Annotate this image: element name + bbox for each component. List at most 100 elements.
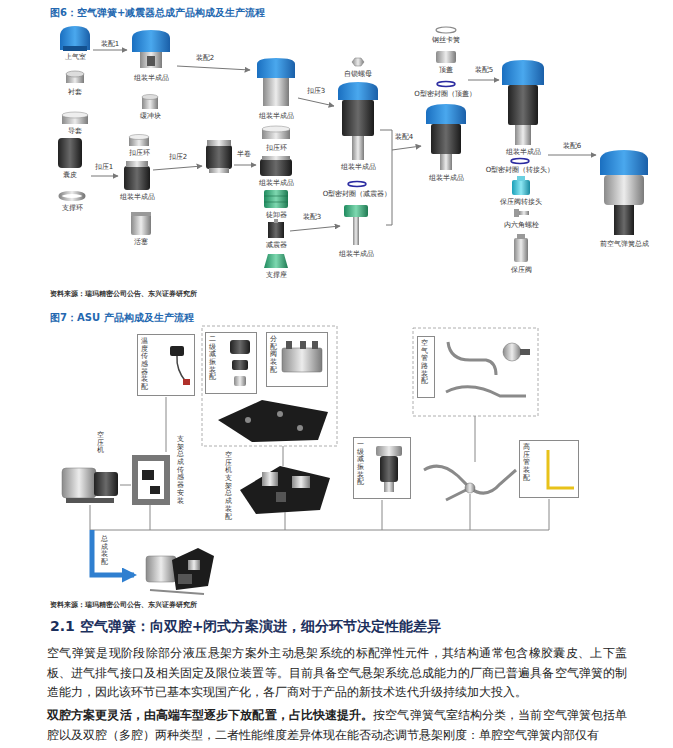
assembly-box: 空气管路装配 [417,336,435,398]
part-label: 组装半成品 [429,174,464,183]
part-label: 自锁螺母 [344,70,372,79]
crimp-ring [262,126,290,139]
assembly-label: 高压管装配 [523,444,530,482]
crimped-bellows [206,145,232,169]
valve-adapter [512,176,530,195]
buffer-block [142,95,158,100]
process-arrow [392,146,421,150]
o-ring [437,82,455,87]
part-label: 徒卸器 [266,211,287,220]
mounting-plate [277,411,283,417]
sub-assembly [263,78,289,106]
sub-assembly [508,85,538,125]
front-air-spring-assembly [600,150,648,175]
sub-assembly [426,104,466,170]
wire-snap-ring [436,27,456,33]
rubber-bellows [58,138,82,168]
process-arrow [153,166,202,170]
compressor [66,498,114,503]
sub-assembly [132,30,170,52]
sub-assembly [257,58,295,78]
secondary-damper [232,360,248,370]
plate-assembly [240,466,330,514]
sub-assembly [132,30,170,68]
sub-assembly [257,58,295,106]
figure-title: 图6：空气弹簧+减震器总成产品构成及生产流程 [50,6,265,20]
piston [131,212,151,216]
step-label: 扣压2 [169,153,187,162]
guide-sleeve [62,112,88,124]
upper-air-chamber [63,46,87,51]
hex-bolt [519,211,529,215]
sub-assembly [344,205,368,217]
temperature-sensor [183,379,190,385]
secondary-damper [234,376,246,386]
piston [131,212,151,235]
valve-adapter [512,180,530,195]
final-assembly-arrow [92,530,134,575]
crimp-ring [129,135,149,147]
bracket-assembly [132,455,170,505]
assembly-box: 温度传感器装配 [137,334,195,396]
hex-bolt [514,209,519,217]
mounting-plate [297,425,303,431]
sub-assembly [353,217,359,245]
front-air-spring-assembly [614,205,634,235]
process-arrow [177,66,250,70]
assembly-label: 空气管路装配 [421,340,428,386]
step-label: 总成装配 [101,536,108,567]
valve-adapter [517,176,525,181]
pipe-junction [465,483,475,493]
part-label: 支架总成传感器安装 [177,436,184,505]
plate-assembly [262,472,278,486]
crimped-bellows [209,168,229,173]
step-label: 扣压1 [95,163,113,172]
part-label: 组装半成品 [259,179,294,188]
part-label: O型密封圈（减震器） [323,190,392,199]
sub-assembly [260,156,292,176]
crimped-bellows [207,140,231,146]
process-arrow [468,80,499,81]
part-label: 内六角螺栓 [504,221,539,230]
plate-assembly [276,492,286,502]
process-arrow [380,130,392,225]
asu-final-assembly [172,548,214,590]
upper-air-chamber [60,26,90,51]
sub-assembly [338,82,378,100]
top-cover [436,51,456,63]
sub-assembly [515,125,531,145]
rubber-bellows [58,138,82,168]
pipe-junction [465,483,475,493]
part-label: O型密封圈（顶盖） [414,90,476,99]
piston [131,212,151,235]
asu-final-assembly [188,560,200,570]
part-label: 支撑环 [62,204,83,213]
part-label: 扣压环 [266,144,287,153]
sub-assembly [260,159,292,176]
process-arrow [91,50,596,231]
mounting-plate [218,400,328,442]
flow-line [285,512,286,530]
asu-final-assembly [146,556,176,582]
part-label: 顶盖 [439,66,453,75]
shock-absorber [268,222,284,238]
shock-absorber [268,219,284,238]
figure-title: 图7：ASU 产品构成及生产流程 [50,311,194,325]
sub-assembly [140,52,162,68]
distribution-valve [312,341,318,349]
buffer-block [142,95,158,110]
process-arrow [234,165,256,166]
sub-assembly [344,205,368,245]
distribution-valve [282,341,322,372]
crimp-ring [129,135,149,140]
part-label: 组装半成品 [506,148,541,157]
dust-cover [264,196,288,202]
part-label: 上气室 [65,53,86,62]
flow-line [549,499,550,530]
flow-line [382,500,383,530]
support-seat [264,254,288,268]
body-paragraph: 空气弹簧是现阶段除部分液压悬架方案外主动悬架系统的标配弹性元件，其结构通常包含橡… [47,644,627,703]
process-arrow [91,176,118,177]
assembly-label: 二级减振装配 [209,336,216,382]
